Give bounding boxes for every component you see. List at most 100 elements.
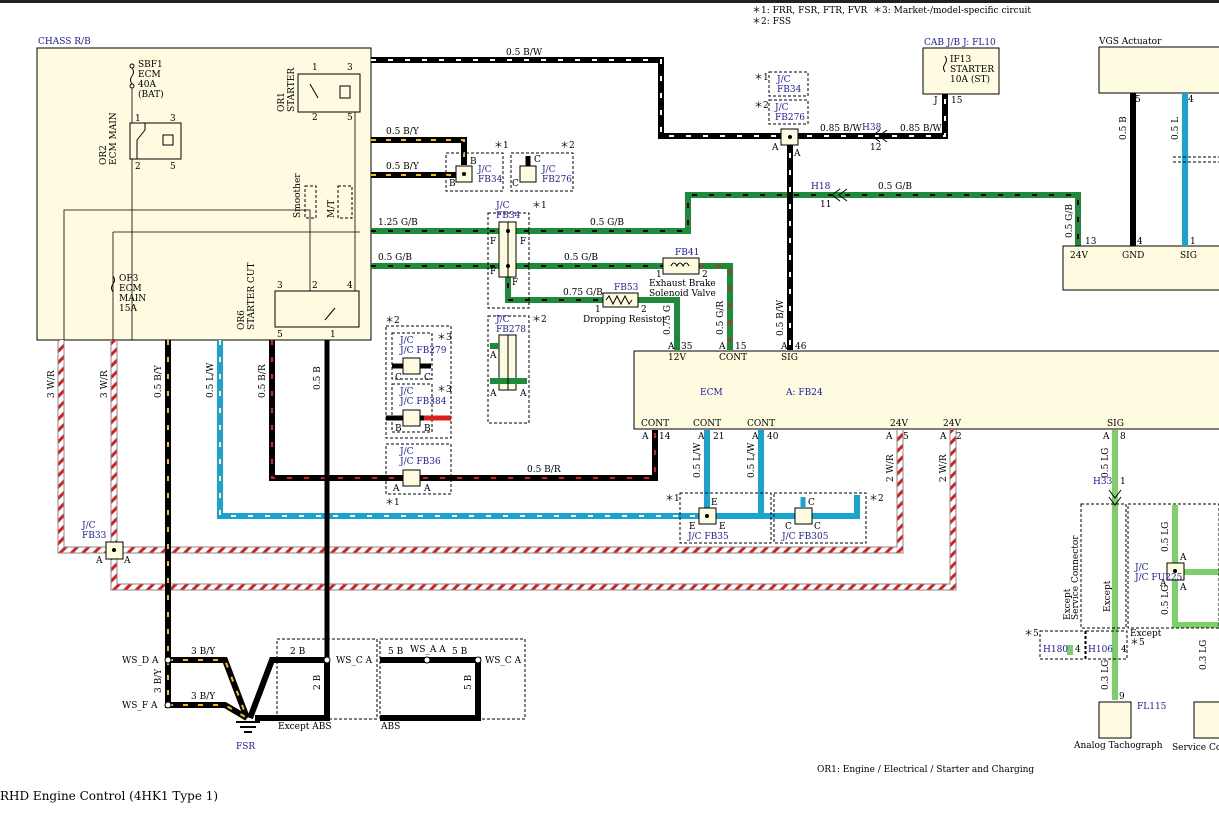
svg-text:5 B: 5 B: [452, 647, 468, 657]
svg-text:CONT: CONT: [747, 419, 775, 429]
svg-text:A: A: [392, 484, 400, 494]
svg-text:4: 4: [1188, 95, 1194, 105]
svg-text:H180: H180: [1043, 645, 1068, 655]
of3-fuse: OF3 ECM MAIN 15A: [111, 231, 360, 340]
svg-text:H33: H33: [1093, 477, 1113, 487]
svg-text:OR2: OR2: [99, 145, 109, 165]
svg-text:WS_C A: WS_C A: [336, 656, 373, 666]
svg-text:3 W/R: 3 W/R: [47, 370, 57, 398]
wire-05by: 0.5 B/Y 0.5 B/Y: [371, 127, 467, 178]
svg-text:15A: 15A: [119, 304, 137, 314]
wire-075gb: 0.75 G/B: [505, 266, 603, 303]
svg-text:3: 3: [170, 114, 176, 124]
wire-085bw: 0.85 B/W 0.85 B/W H38 12: [790, 94, 948, 153]
svg-text:＊1: ＊1: [532, 201, 547, 211]
svg-text:14: 14: [659, 432, 671, 442]
svg-text:E: E: [689, 522, 696, 532]
svg-text:40A: 40A: [138, 80, 156, 90]
svg-text:J/C: J/C: [399, 336, 414, 346]
svg-text:ECM: ECM: [700, 388, 723, 398]
diagram-title: RHD Engine Control (4HK1 Type 1): [0, 789, 218, 803]
svg-text:0.5 L/W: 0.5 L/W: [693, 442, 703, 478]
svg-text:A: A: [793, 149, 801, 159]
svg-text:3 B/Y: 3 B/Y: [191, 647, 216, 657]
svg-text:STARTER: STARTER: [950, 65, 994, 75]
svg-text:J/C FB305: J/C FB305: [781, 532, 829, 542]
svg-text:J/C: J/C: [541, 165, 556, 175]
svg-text:A: A: [667, 342, 675, 352]
svg-text:CONT: CONT: [719, 353, 747, 363]
wire-125gb: 1.25 G/B 0.5 G/B 0.5 G/B H18 11: [371, 182, 1081, 246]
svg-text:H106: H106: [1088, 645, 1113, 655]
svg-text:A: FB24: A: FB24: [785, 388, 823, 398]
svg-text:OR1: OR1: [277, 92, 287, 112]
svg-text:4: 4: [347, 281, 353, 291]
svg-text:12: 12: [870, 143, 881, 153]
svg-text:FB276: FB276: [775, 113, 805, 123]
mt-switch: M/T: [327, 185, 353, 219]
svg-text:2 W/R: 2 W/R: [886, 454, 896, 482]
svg-text:H38: H38: [862, 123, 882, 133]
vgs-actuator: VGS Actuator 5 4 0.5 B 0.5 L 0.5 G/B 24V…: [1062, 37, 1219, 291]
svg-text:A: A: [1179, 553, 1187, 563]
svg-text:12V: 12V: [668, 353, 686, 363]
svg-text:0.75 G: 0.75 G: [663, 305, 673, 335]
svg-text:3: 3: [347, 63, 353, 73]
svg-text:0.5 B/R: 0.5 B/R: [527, 465, 561, 475]
svg-text:FB41: FB41: [675, 248, 699, 258]
svg-text:CAB J/B J: FL10: CAB J/B J: FL10: [924, 38, 996, 48]
wire-05bw-sig: AA 0.5 B/W: [771, 128, 801, 350]
svg-text:J/C: J/C: [81, 521, 96, 531]
svg-text:A: A: [1102, 432, 1110, 442]
svg-text:FB276: FB276: [542, 175, 572, 185]
svg-text:F: F: [520, 237, 526, 247]
svg-text:40: 40: [767, 432, 779, 442]
svg-text:0.5 B: 0.5 B: [313, 366, 323, 390]
svg-text:CONT: CONT: [641, 419, 669, 429]
svg-text:J/C: J/C: [1134, 563, 1149, 573]
svg-text:2: 2: [135, 162, 141, 172]
svg-text:0.5 B/W: 0.5 B/W: [776, 299, 786, 336]
svg-text:J/C FB35: J/C FB35: [687, 532, 729, 542]
svg-text:FB34: FB34: [496, 211, 521, 221]
svg-text:＊2: ＊2: [869, 494, 884, 504]
svg-text:5: 5: [1135, 95, 1141, 105]
svg-text:1: 1: [330, 330, 336, 340]
svg-text:ECM: ECM: [119, 284, 142, 294]
note-2: ＊2: FSS: [752, 17, 791, 27]
svg-text:4: 4: [1137, 237, 1143, 247]
svg-text:＊3: ＊3: [437, 385, 452, 395]
svg-text:A: A: [1159, 579, 1167, 589]
svg-text:Except: Except: [1063, 588, 1073, 620]
svg-text:0.3 LG: 0.3 LG: [1199, 640, 1209, 670]
svg-text:0.5 G/B: 0.5 G/B: [564, 253, 598, 263]
svg-text:F: F: [512, 278, 518, 288]
svg-text:FB34: FB34: [478, 175, 503, 185]
svg-text:A: A: [751, 432, 759, 442]
svg-text:J/C FB279: J/C FB279: [399, 346, 447, 356]
svg-text:J/C: J/C: [495, 201, 510, 211]
svg-text:E: E: [711, 498, 718, 508]
svg-text:B: B: [470, 157, 477, 167]
svg-text:OR6: OR6: [237, 310, 247, 330]
svg-text:5: 5: [903, 432, 909, 442]
svg-text:FB53: FB53: [614, 283, 639, 293]
svg-text:1: 1: [656, 270, 662, 280]
svg-text:A: A: [123, 556, 131, 566]
svg-text:2: 2: [312, 113, 318, 123]
svg-text:B: B: [449, 179, 456, 189]
svg-text:C: C: [814, 522, 821, 532]
svg-text:0.5 B/W: 0.5 B/W: [506, 48, 543, 58]
svg-text:5: 5: [347, 113, 353, 123]
svg-text:A: A: [423, 484, 431, 494]
svg-text:＊2: ＊2: [754, 101, 769, 111]
svg-text:1: 1: [135, 114, 141, 124]
svg-text:1: 1: [595, 305, 601, 315]
svg-text:H18: H18: [811, 182, 831, 192]
svg-text:0.5 LG: 0.5 LG: [1161, 522, 1171, 552]
